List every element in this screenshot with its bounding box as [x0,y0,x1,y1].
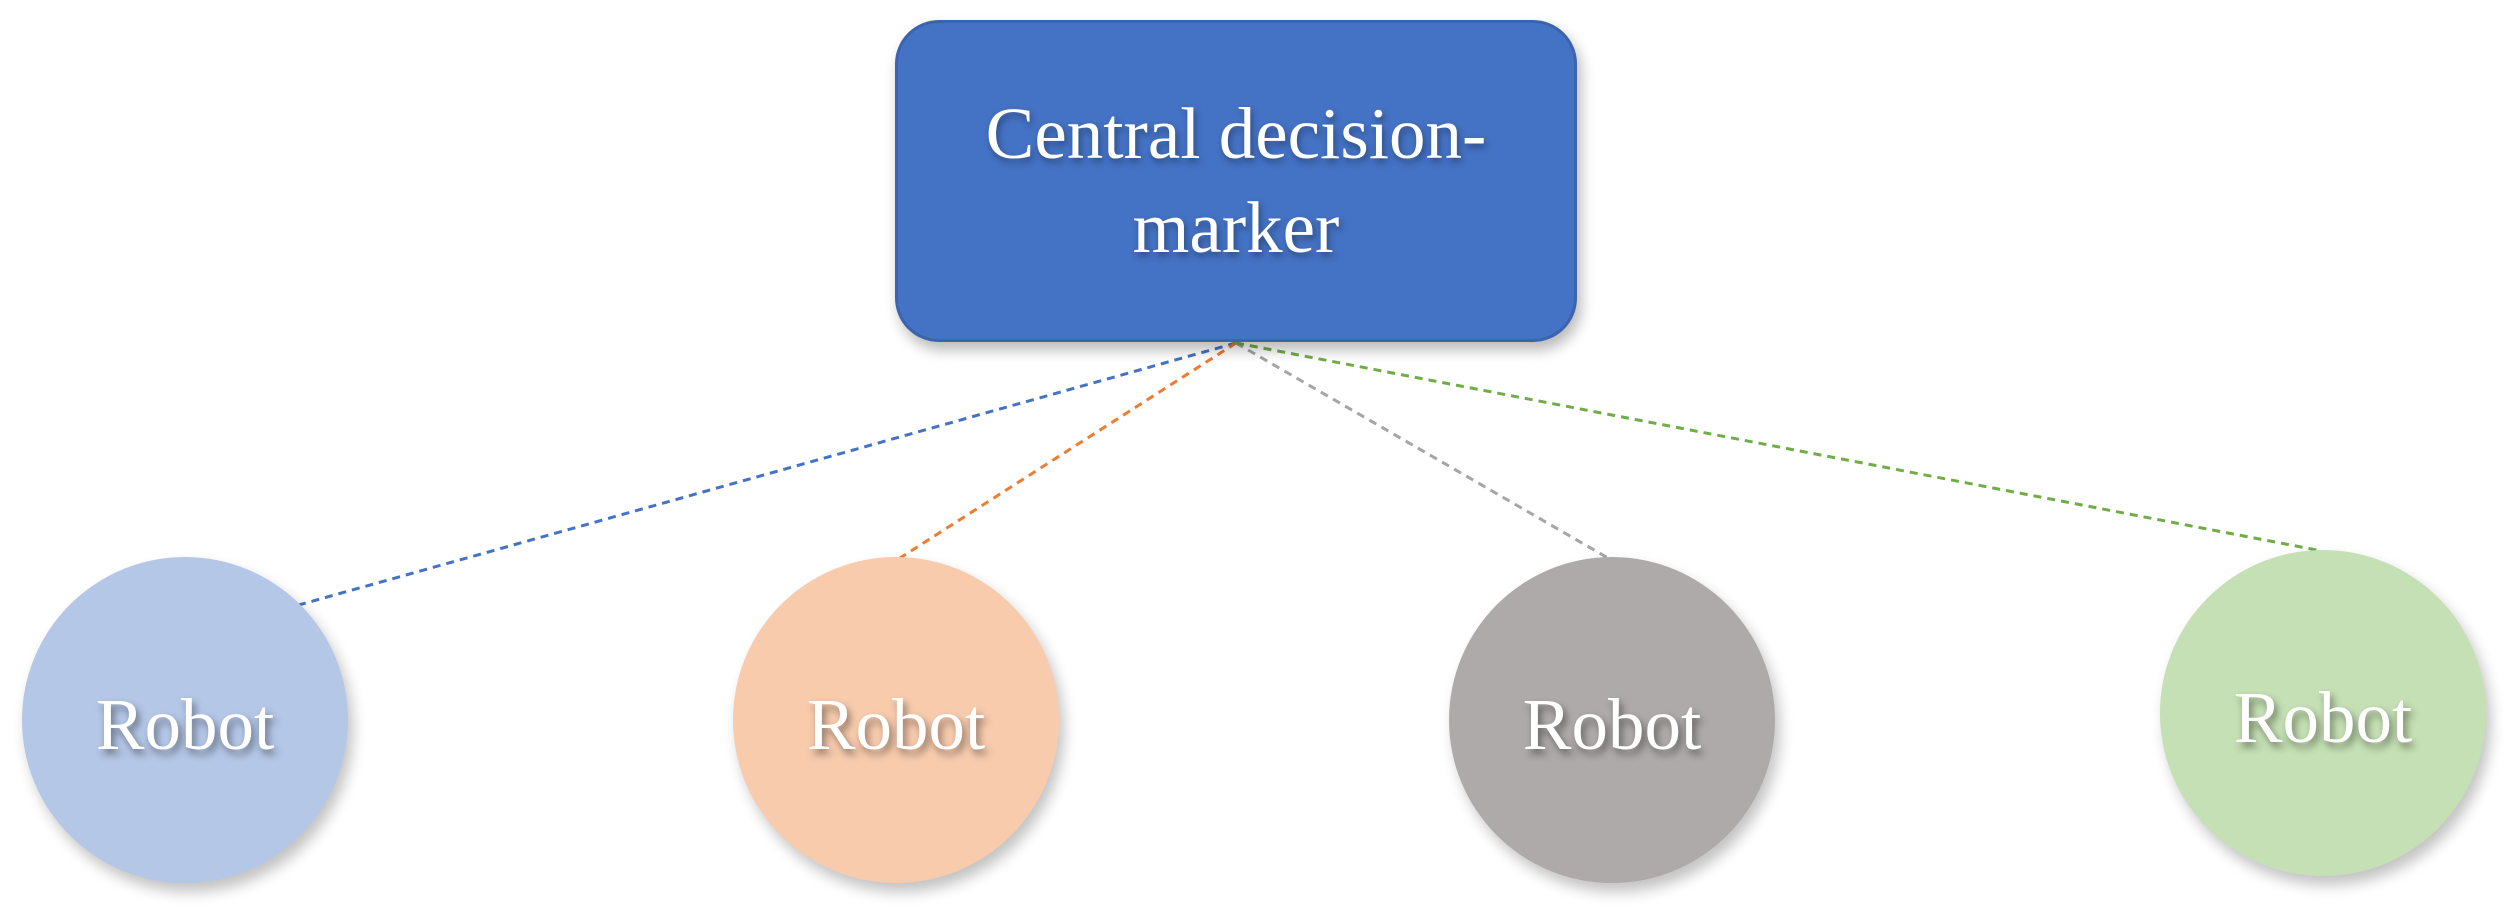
connector-gray [1235,341,1609,560]
central-decision-maker-node: Central decision-marker [895,20,1577,342]
connector-green [1235,341,2323,553]
robot-label-orange: Robot [806,684,986,765]
robot-label-blue: Robot [95,684,275,765]
connector-blue [294,341,1237,608]
robot-label-green: Robot [2233,677,2413,758]
robot-node-green: Robot [2160,550,2486,876]
robot-node-blue: Robot [22,557,348,883]
robot-node-orange: Robot [733,557,1059,883]
robot-node-gray: Robot [1449,557,1775,883]
central-decision-maker-label: Central decision-marker [985,93,1487,268]
connector-orange [899,341,1237,560]
robot-label-gray: Robot [1522,684,1702,765]
